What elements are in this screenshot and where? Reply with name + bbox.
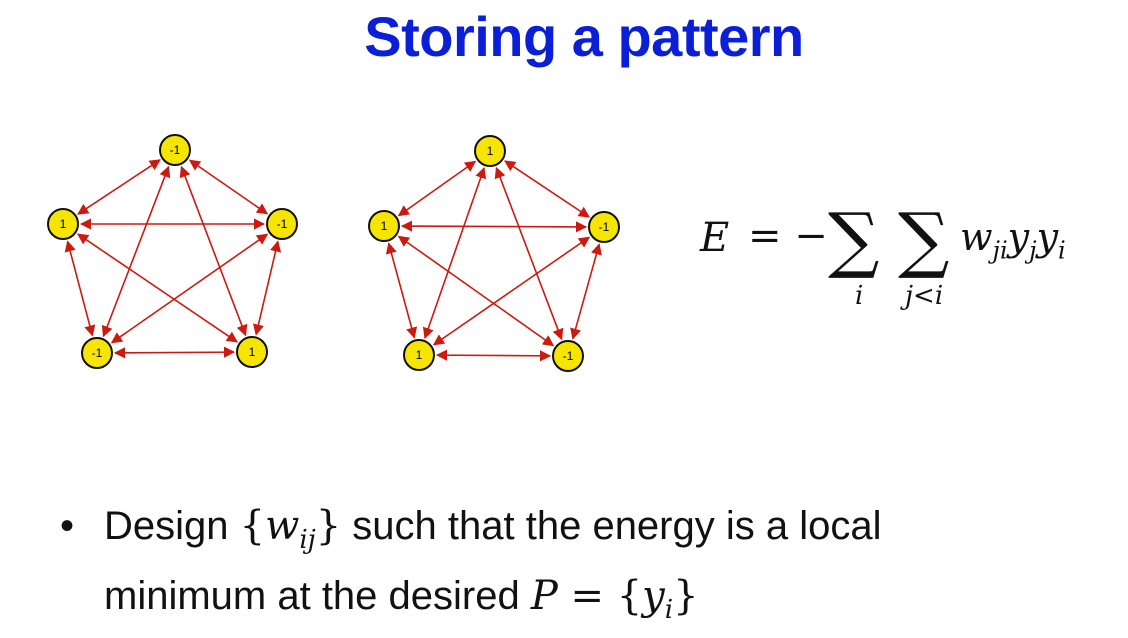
formula-equals: = − xyxy=(748,213,828,259)
bullet-line1-pre: Design xyxy=(104,504,240,548)
formula-sum-outer: ∑ xyxy=(828,197,880,281)
edge xyxy=(397,160,477,217)
formula-sum-inner: ∑ xyxy=(898,197,950,281)
formula-w-sub: ji xyxy=(992,236,1008,265)
neuron-node xyxy=(474,135,506,167)
edge xyxy=(76,233,239,343)
neuron-value: 1 xyxy=(60,217,67,231)
bullet-line2-pre: minimum at the desired xyxy=(104,574,531,618)
formula-y1-sub: j xyxy=(1029,236,1037,265)
bullet-P: P xyxy=(530,573,558,619)
formula-y2: y xyxy=(1036,215,1059,259)
edge xyxy=(397,235,555,347)
bullet-w-open: { xyxy=(239,503,266,549)
formula-y2-sub: i xyxy=(1058,236,1066,265)
neuron-value: 1 xyxy=(487,144,494,158)
formula-sub-inner: j<i xyxy=(905,281,944,311)
neuron-node xyxy=(236,336,268,368)
network-right: 1 -1 -1 1 1 xyxy=(368,135,620,372)
formula-y1: y xyxy=(1007,215,1030,259)
neuron-value: 1 xyxy=(381,219,388,233)
formula-w: w xyxy=(960,215,993,259)
bullet-w-close: } xyxy=(315,503,342,549)
neuron-node xyxy=(47,208,79,240)
edge xyxy=(64,240,96,337)
edge xyxy=(113,346,236,359)
neuron-value: -1 xyxy=(92,346,103,360)
edge xyxy=(188,159,269,215)
neuron-value: -1 xyxy=(563,349,574,363)
neuron-value: 1 xyxy=(416,348,423,362)
neuron-value: -1 xyxy=(170,143,181,157)
formula-sub-outer: i xyxy=(855,281,864,311)
formula-term: wjiyjyi xyxy=(960,215,1066,265)
neuron-node xyxy=(552,340,584,372)
neuron-value: -1 xyxy=(599,220,610,234)
bullet-w-sub: ij xyxy=(299,525,316,555)
bullet-y-sub: i xyxy=(664,595,674,625)
edge xyxy=(504,160,590,218)
neuron-node xyxy=(81,337,113,369)
edge xyxy=(570,243,602,340)
bullet-P-eq: = { xyxy=(557,573,643,619)
bullet-dot: • xyxy=(60,504,75,548)
neuron-node xyxy=(266,208,298,240)
edge xyxy=(400,220,588,233)
network-left: -1 -1 1 -1 1 xyxy=(47,134,298,369)
page-title: Storing a pattern xyxy=(364,5,804,68)
neuron-node xyxy=(368,210,400,242)
bullet-y: y xyxy=(642,573,665,619)
edge xyxy=(110,233,269,344)
edge xyxy=(432,236,591,346)
neuron-node xyxy=(588,211,620,243)
edge xyxy=(77,159,161,215)
formula-lhs: E xyxy=(700,215,730,261)
neuron-value: 1 xyxy=(249,345,256,359)
edge xyxy=(435,349,552,362)
bullet-text: Design {wij} such that the energy is a l… xyxy=(104,498,1120,638)
edge xyxy=(385,242,418,339)
edge xyxy=(494,166,564,341)
neuron-value: -1 xyxy=(277,217,288,231)
neuron-node xyxy=(159,134,191,166)
edge xyxy=(422,166,487,340)
bullet-P-close: } xyxy=(673,573,699,619)
bullet-line1-post: such that the energy is a local xyxy=(341,504,882,548)
energy-formula: E = − ∑ ∑ i j<i wjiyjyi xyxy=(700,197,1120,325)
bullet-item: • Design {wij} such that the energy is a… xyxy=(60,498,1120,638)
edge xyxy=(252,240,282,336)
neuron-node xyxy=(403,339,435,371)
bullet-w: w xyxy=(265,503,300,549)
network-diagrams: -1 -1 1 -1 1 1 -1 -1 1 1 xyxy=(47,134,620,372)
